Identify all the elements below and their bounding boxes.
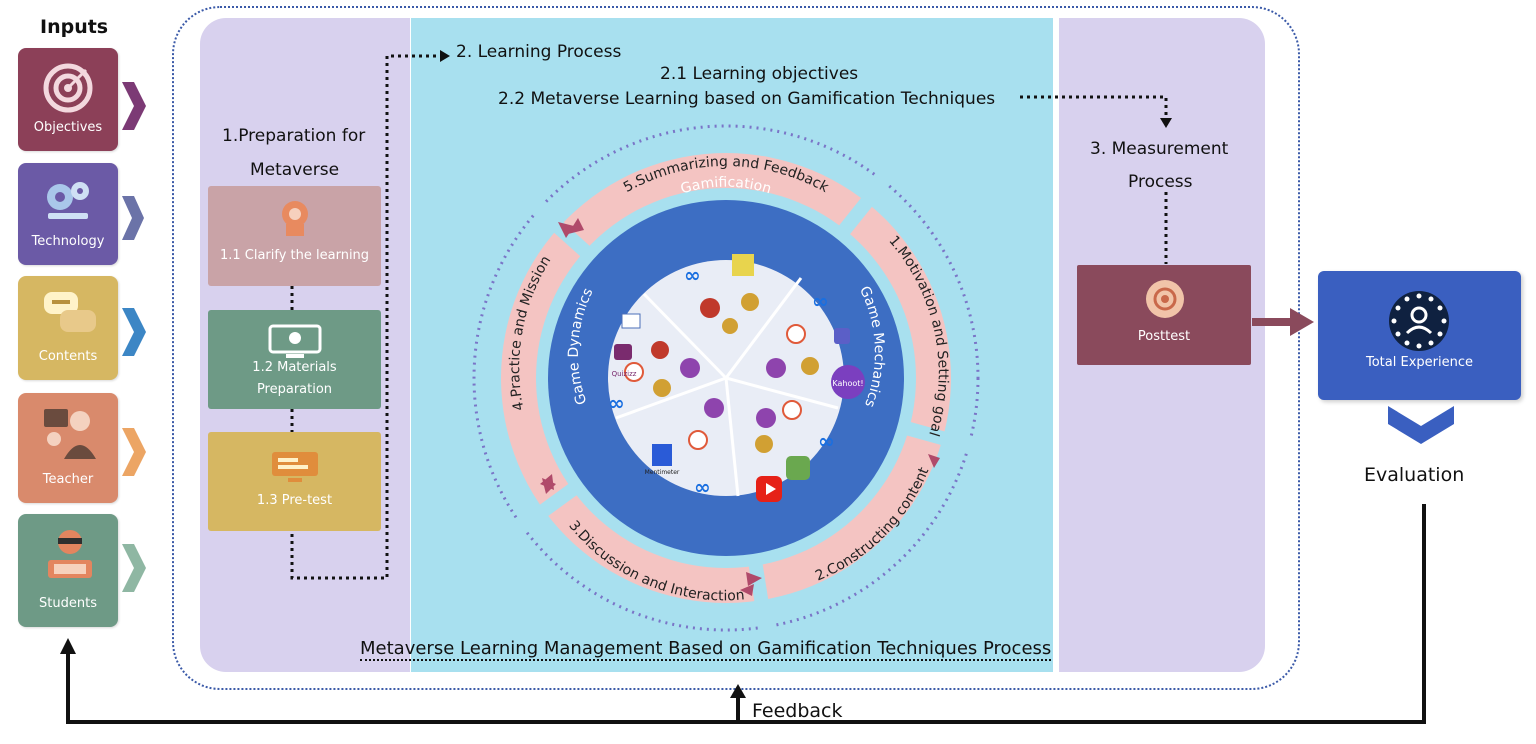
input-card-students: Students: [18, 514, 118, 627]
step-label: 1.1 Clarify the learning: [219, 248, 370, 263]
target-icon: [43, 63, 93, 113]
preparation-title-line2: Metaverse: [250, 160, 340, 180]
input-label: Objectives: [33, 120, 103, 135]
svg-text:∞: ∞: [818, 429, 835, 453]
inputs-title: Inputs: [40, 16, 109, 38]
grade-a-icon: [624, 324, 806, 450]
svg-text:∞: ∞: [812, 289, 829, 313]
posttest-label: Posttest: [1137, 329, 1191, 344]
ring-label-gamification: Gamification: [679, 175, 773, 198]
classpoint-icon: [786, 456, 810, 480]
sticky-note-icon: [732, 254, 754, 276]
step-label: Preparation: [256, 382, 333, 397]
posttest-box: Posttest: [1077, 265, 1251, 365]
chevron-down-icon: [1388, 406, 1454, 444]
mentimeter-label: Mentimeter: [645, 469, 680, 476]
feedback-label: Feedback: [752, 700, 843, 722]
teacher-icon: [44, 409, 96, 459]
chevron-right-icon: [122, 82, 146, 130]
gears-icon: [47, 182, 89, 219]
chevron-right-icon: [122, 544, 146, 592]
outer-dotted-ring: [472, 124, 980, 632]
measurement-title-line2: Process: [1128, 172, 1193, 192]
input-card-contents: Contents: [18, 276, 118, 380]
total-experience-label: Total Experience: [1366, 355, 1473, 370]
step-label: 1.2 Materials: [252, 360, 337, 375]
input-label: Contents: [38, 349, 98, 364]
step-pretest: 1.3 Pre-test: [208, 432, 381, 531]
monitor-icon: [272, 452, 318, 482]
input-label: Students: [39, 596, 97, 611]
kahoot-icon: [831, 365, 865, 399]
screen-icon: [621, 313, 641, 329]
quizizz-label: Quizizz: [612, 370, 637, 378]
chevron-right-icon: [122, 308, 146, 356]
quizizz-icon: [614, 344, 632, 360]
brain-gear-icon: [1146, 280, 1184, 318]
learning-title: 2. Learning Process: [456, 42, 622, 62]
avatar-icon: [651, 298, 786, 428]
process-title: Metaverse Learning Management Based on G…: [360, 638, 1052, 661]
gamification-wheel: ∞ ∞ ∞ ∞ ∞ Kahoot! Quizizz Mentimeter Gam…: [472, 124, 980, 632]
chevron-right-icon: [122, 428, 146, 476]
mentimeter-icon: [652, 444, 672, 466]
step-materials: 1.2 Materials Preparation: [208, 310, 381, 409]
kahoot-label: Kahoot!: [832, 379, 863, 388]
step-label: 1.3 Pre-test: [256, 493, 333, 508]
svg-text:∞: ∞: [684, 263, 701, 287]
learning-objective-2: 2.2 Metaverse Learning based on Gamifica…: [498, 89, 996, 109]
input-chevrons: [122, 82, 146, 592]
learning-objective-1: 2.1 Learning objectives: [660, 64, 859, 84]
chevron-right-icon: [122, 196, 144, 240]
medal-icon: [653, 293, 819, 453]
user-circle-icon: [1389, 291, 1449, 351]
input-label: Technology: [31, 234, 105, 249]
input-card-teacher: Teacher: [18, 393, 118, 503]
step-clarify: 1.1 Clarify the learning: [208, 186, 381, 286]
total-experience-box: Total Experience: [1318, 271, 1521, 400]
preparation-title-line1: 1.Preparation for: [222, 126, 366, 146]
bubbles-icon: [44, 292, 96, 332]
input-label: Teacher: [42, 472, 94, 487]
measurement-title-line1: 3. Measurement: [1090, 139, 1229, 159]
svg-text:∞: ∞: [608, 391, 625, 415]
student-icon: [48, 530, 92, 578]
input-card-technology: Technology: [18, 163, 118, 265]
computer-icon: [268, 324, 322, 358]
teams-icon: [834, 328, 850, 344]
input-card-objectives: Objectives: [18, 48, 118, 151]
svg-text:∞: ∞: [694, 475, 711, 499]
meta-icon: ∞ ∞ ∞ ∞ ∞: [608, 263, 835, 499]
head-icon: [282, 201, 308, 236]
evaluation-label: Evaluation: [1364, 464, 1465, 486]
cycle-arrow-icon: [540, 218, 940, 596]
